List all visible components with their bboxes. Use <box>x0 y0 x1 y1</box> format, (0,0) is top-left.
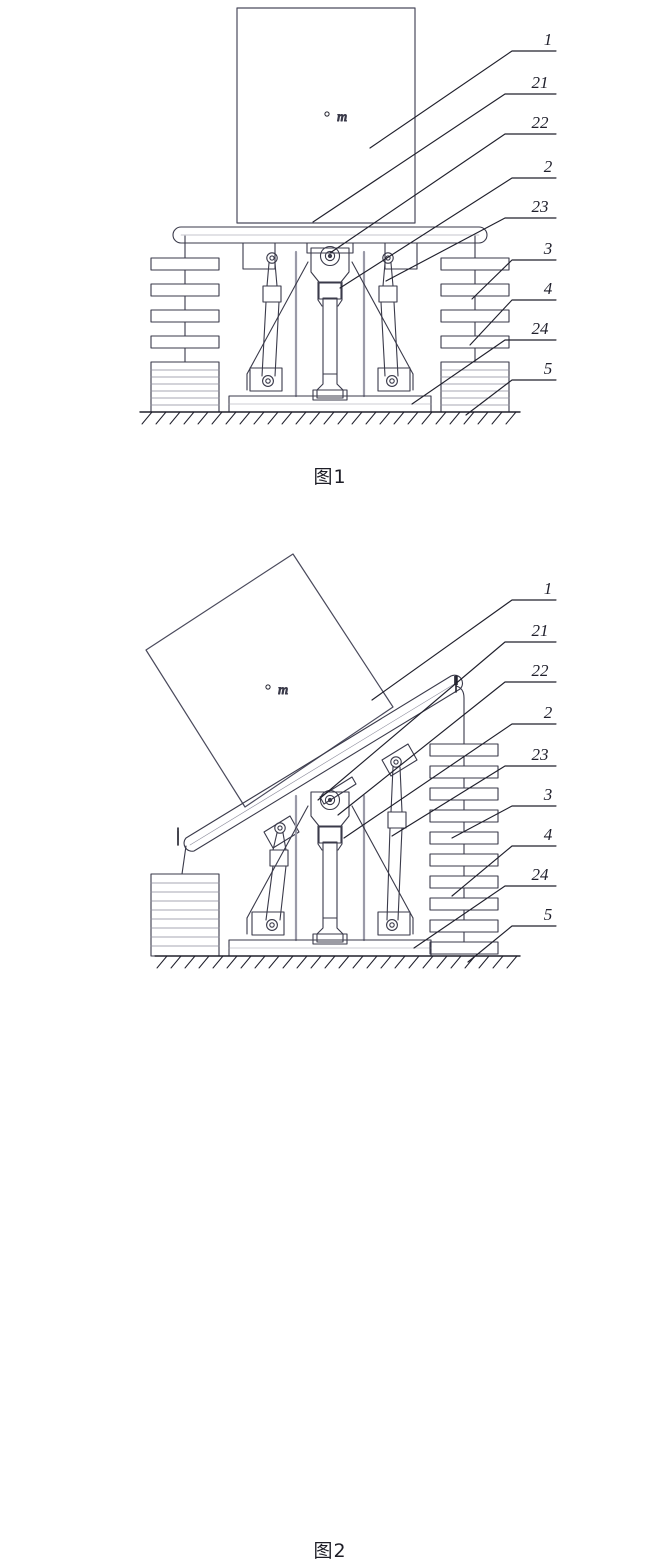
figure-2-drawing: m <box>145 553 557 969</box>
callout-number: 22 <box>532 661 550 680</box>
callout-number: 5 <box>544 359 553 378</box>
section-mark-label: Ⅰ <box>176 829 180 843</box>
callout-leader-line <box>471 259 557 300</box>
left-actuator <box>249 252 283 392</box>
callout-leader-line <box>451 805 557 839</box>
callout-leader-line <box>369 50 557 149</box>
callout-leader-line <box>339 177 557 289</box>
callout-number: 4 <box>544 825 553 844</box>
upper-platform <box>183 674 464 852</box>
center-of-mass-marker <box>324 111 330 117</box>
callout-leader-line <box>411 339 557 405</box>
section-tick-marks <box>177 675 457 846</box>
callout-number: 1 <box>544 579 553 598</box>
callout-leader-line <box>469 299 557 346</box>
right-actuator <box>377 252 411 392</box>
callout-number: 4 <box>544 279 553 298</box>
right-truss-leg <box>351 261 414 391</box>
left-spring-stack <box>150 845 220 957</box>
callout-number: 1 <box>544 30 553 49</box>
ground-line <box>154 955 521 969</box>
callout-number: 23 <box>532 197 549 216</box>
callout-number: 22 <box>532 113 550 132</box>
central-column <box>294 250 366 401</box>
right-actuator <box>377 756 411 936</box>
upper-platform <box>172 226 488 244</box>
callout-number: 21 <box>532 73 549 92</box>
figure-1-block: m <box>0 0 660 520</box>
figure-2-block: m <box>0 520 660 1562</box>
figure-1-drawing: m <box>139 7 557 425</box>
central-pivot-hinge <box>310 789 350 851</box>
callout-leader-line <box>312 93 557 223</box>
callout-number: 24 <box>532 319 550 338</box>
callout-number: 24 <box>532 865 550 884</box>
callout-leader-line <box>385 217 557 282</box>
left-truss-leg <box>246 261 309 391</box>
right-spring-stack <box>429 685 499 955</box>
callout-leader-line <box>467 925 557 963</box>
left-truss-leg <box>246 805 309 935</box>
callout-number: 3 <box>543 239 553 258</box>
callout-leaders <box>312 50 557 416</box>
center-of-mass-marker <box>265 684 271 690</box>
callout-number: 23 <box>532 745 549 764</box>
mass-label: m <box>278 683 288 698</box>
left-actuator <box>251 822 289 936</box>
central-column <box>294 794 366 945</box>
figure-2-caption: 图2 <box>313 1540 347 1562</box>
callout-number: 2 <box>544 157 553 176</box>
callout-leader-line <box>465 379 557 416</box>
right-spring-stack <box>440 235 510 413</box>
callout-leader-line <box>317 641 557 801</box>
callout-leader-line <box>371 599 557 701</box>
callout-number: 5 <box>544 905 553 924</box>
callout-leader-line <box>329 133 557 254</box>
callout-number: 2 <box>544 703 553 722</box>
callout-leader-line <box>413 885 557 949</box>
mass-label: m <box>337 110 347 125</box>
payload-mass-block <box>236 7 416 224</box>
section-mark-label: Ⅱ <box>453 674 459 688</box>
callout-number: 21 <box>532 621 549 640</box>
platform-brackets <box>263 743 418 849</box>
right-truss-leg <box>351 805 414 935</box>
left-spring-stack <box>150 235 220 413</box>
callout-number: 3 <box>543 785 553 804</box>
callout-leaders <box>317 599 557 963</box>
callout-leader-line <box>337 681 557 816</box>
payload-mass-block <box>145 553 394 808</box>
callout-leader-line <box>451 845 557 897</box>
callout-leader-line <box>391 765 557 837</box>
section-marks: ⅠⅡ <box>176 674 459 843</box>
figure-1-caption: 图1 <box>313 466 347 488</box>
ground-line <box>139 411 521 425</box>
central-pivot-hinge <box>310 245 350 307</box>
callout-leader-line <box>343 723 557 839</box>
